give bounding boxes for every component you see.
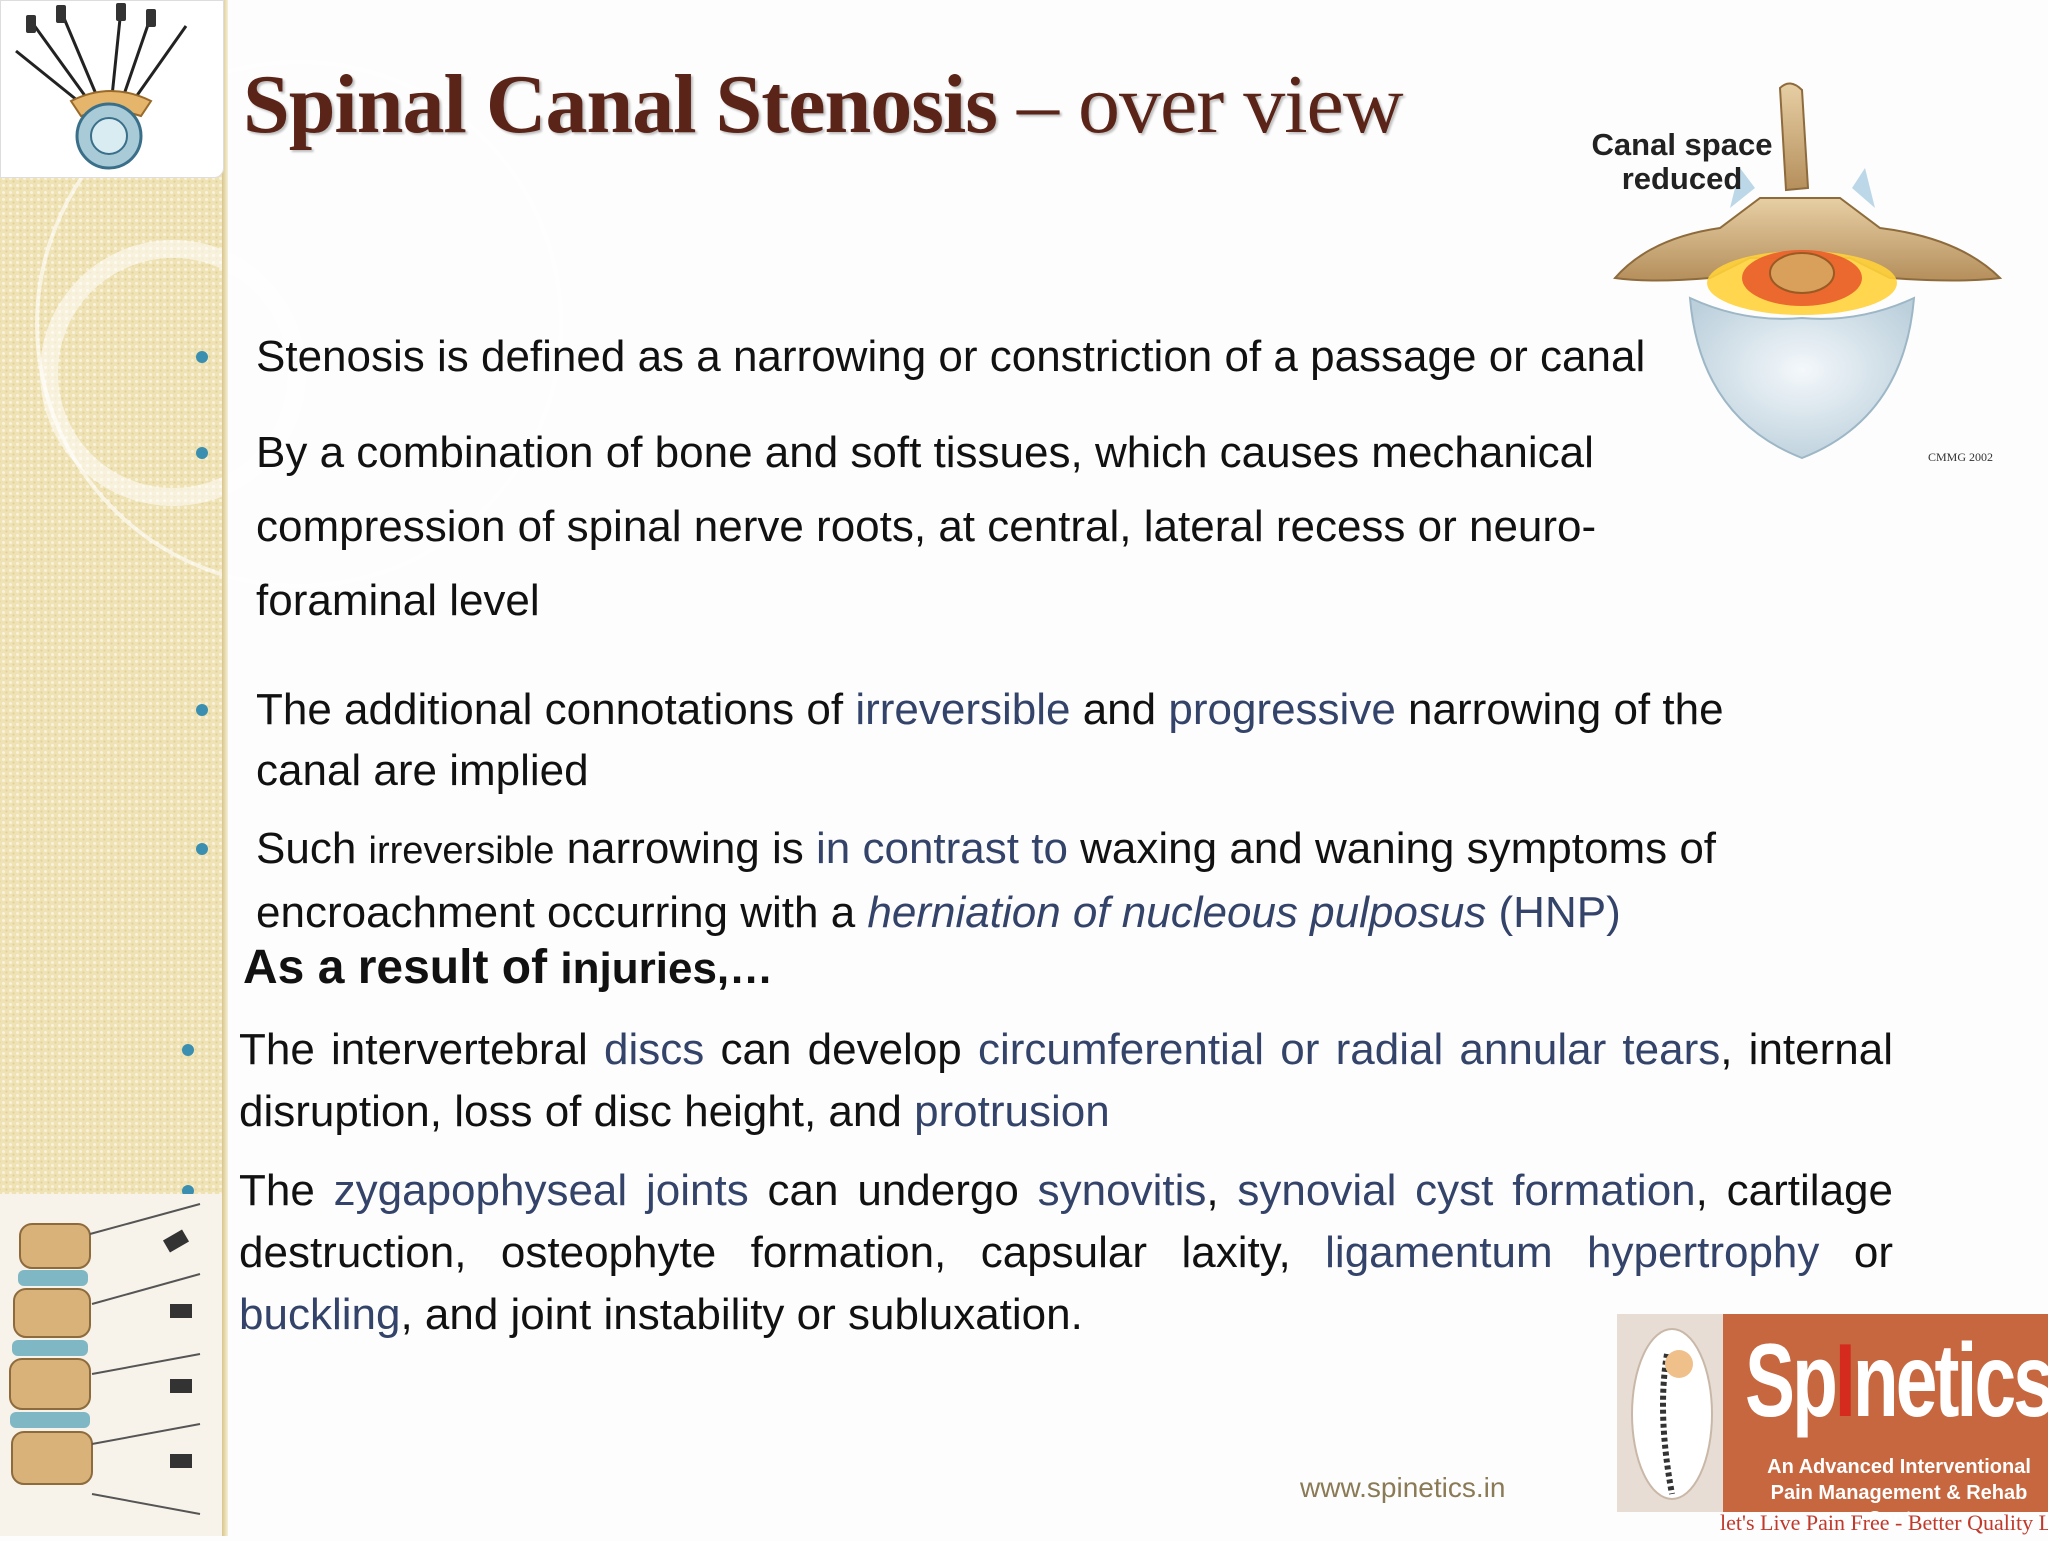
bullet-icon: [196, 350, 208, 363]
decorative-ring-large: [35, 60, 563, 588]
text-run: , and joint instability or subluxation.: [400, 1290, 1083, 1339]
bullet-text: The intervertebral discs can develop cir…: [239, 1019, 1893, 1143]
highlighted-term: buckling: [239, 1290, 401, 1339]
text-run: can develop: [704, 1025, 978, 1074]
bullet-text: Stenosis is defined as a narrowing or co…: [256, 326, 1726, 387]
text-run: narrowing is: [554, 824, 817, 873]
highlighted-term: irreversible: [855, 685, 1071, 734]
spine-illustration-svg: [9, 1203, 201, 1515]
highlighted-term: zygapophyseal joints: [333, 1166, 749, 1215]
highlighted-term: synovial cyst formation: [1237, 1166, 1696, 1215]
highlighted-term: protrusion: [914, 1087, 1110, 1136]
diagram-label: Canal space reduced: [1591, 127, 1773, 196]
text-run: The intervertebral: [239, 1025, 605, 1074]
diagram-copyright: CMMG 2002: [1928, 450, 1994, 464]
brand-name-part: netics: [1852, 1323, 2048, 1439]
list-item: The zygapophyseal joints can undergo syn…: [182, 1160, 1893, 1346]
section-heading-text: As a result of: [243, 941, 561, 994]
bullet-icon: [196, 842, 208, 855]
brand-name-part: Sp: [1745, 1323, 1838, 1439]
bullet-text: The additional connotations of irreversi…: [256, 679, 1796, 801]
bullet-icon: [196, 703, 208, 716]
highlighted-term: irreversible: [368, 830, 555, 872]
text-run: ,: [1206, 1166, 1238, 1215]
highlighted-term: synovitis: [1037, 1166, 1207, 1215]
brand-name: SpInetics: [1745, 1322, 2048, 1441]
bullet-text: The zygapophyseal joints can undergo syn…: [239, 1160, 1893, 1346]
title-subtitle: over view: [1077, 58, 1404, 151]
bullet-icon: [182, 1044, 194, 1056]
text-run: The: [239, 1166, 334, 1215]
vertebra-diagram-icon: [1613, 82, 2003, 460]
text-run: Such: [256, 824, 369, 873]
highlighted-term: in contrast to: [816, 824, 1068, 873]
strip-edge: [222, 0, 228, 1536]
text-run: , internal disruption, loss of disc heig…: [239, 1025, 1893, 1136]
text-run: narrowing of the canal are implied: [256, 685, 1724, 795]
brand-name-i: I: [1834, 1323, 1856, 1439]
website-link[interactable]: www.spinetics.in: [1300, 1472, 1506, 1503]
highlighted-term: progressive: [1168, 685, 1396, 734]
section-heading: As a result of injuries,…: [243, 940, 773, 995]
text-run: The additional connotations of: [256, 685, 856, 734]
spine-procedure-logo-icon: [15, 3, 188, 170]
text-run: or: [1819, 1228, 1893, 1277]
section-heading-emphasis: injuries,…: [560, 944, 774, 993]
spine-anatomy-illustration: [0, 1194, 222, 1536]
text-run: waxing and waning symptoms of encroachme…: [256, 824, 1717, 937]
bullet-text: By a combination of bone and soft tissue…: [256, 416, 1696, 638]
text-run: Stenosis is defined as a narrowing or co…: [256, 332, 1646, 381]
highlighted-term: (HNP): [1486, 888, 1621, 937]
list-item: Stenosis is defined as a narrowing or co…: [196, 326, 1726, 387]
list-item: By a combination of bone and soft tissue…: [196, 416, 1696, 638]
bullet-text: Such irreversible narrowing is in contra…: [256, 818, 1796, 943]
brand-tagline: An Advanced Interventional Pain Manageme…: [1767, 1456, 2031, 1530]
human-spine-icon: [1631, 1328, 1713, 1500]
slide-title: Spinal Canal Stenosis – over view: [243, 56, 1403, 153]
clinic-logo: [0, 0, 224, 178]
text-run: , cartilage destruction, osteophyte form…: [239, 1166, 1893, 1277]
list-item: Such irreversible narrowing is in contra…: [196, 818, 1796, 943]
highlighted-term: discs: [604, 1025, 705, 1074]
spinetics-logo: SpInetics An Advanced Interventional Pai…: [1617, 1314, 2048, 1530]
text-run: By a combination of bone and soft tissue…: [256, 428, 1597, 625]
title-main: Spinal Canal Stenosis: [243, 58, 998, 151]
text-run: can undergo: [748, 1166, 1038, 1215]
text-run: and: [1070, 685, 1169, 734]
title-separator: –: [996, 58, 1078, 151]
list-item: The intervertebral discs can develop cir…: [182, 1019, 1893, 1143]
highlighted-term: herniation of nucleous pulposus: [867, 888, 1487, 937]
brand-motto: let's Live Pain Free - Better Quality Li…: [1720, 1510, 2048, 1535]
bullet-icon: [196, 447, 208, 459]
list-item: The additional connotations of irreversi…: [196, 679, 1796, 801]
brand-spine-figure: [1617, 1314, 1723, 1512]
highlighted-term: circumferential or radial annular tears: [977, 1025, 1721, 1074]
highlighted-term: ligamentum hypertrophy: [1325, 1228, 1820, 1277]
